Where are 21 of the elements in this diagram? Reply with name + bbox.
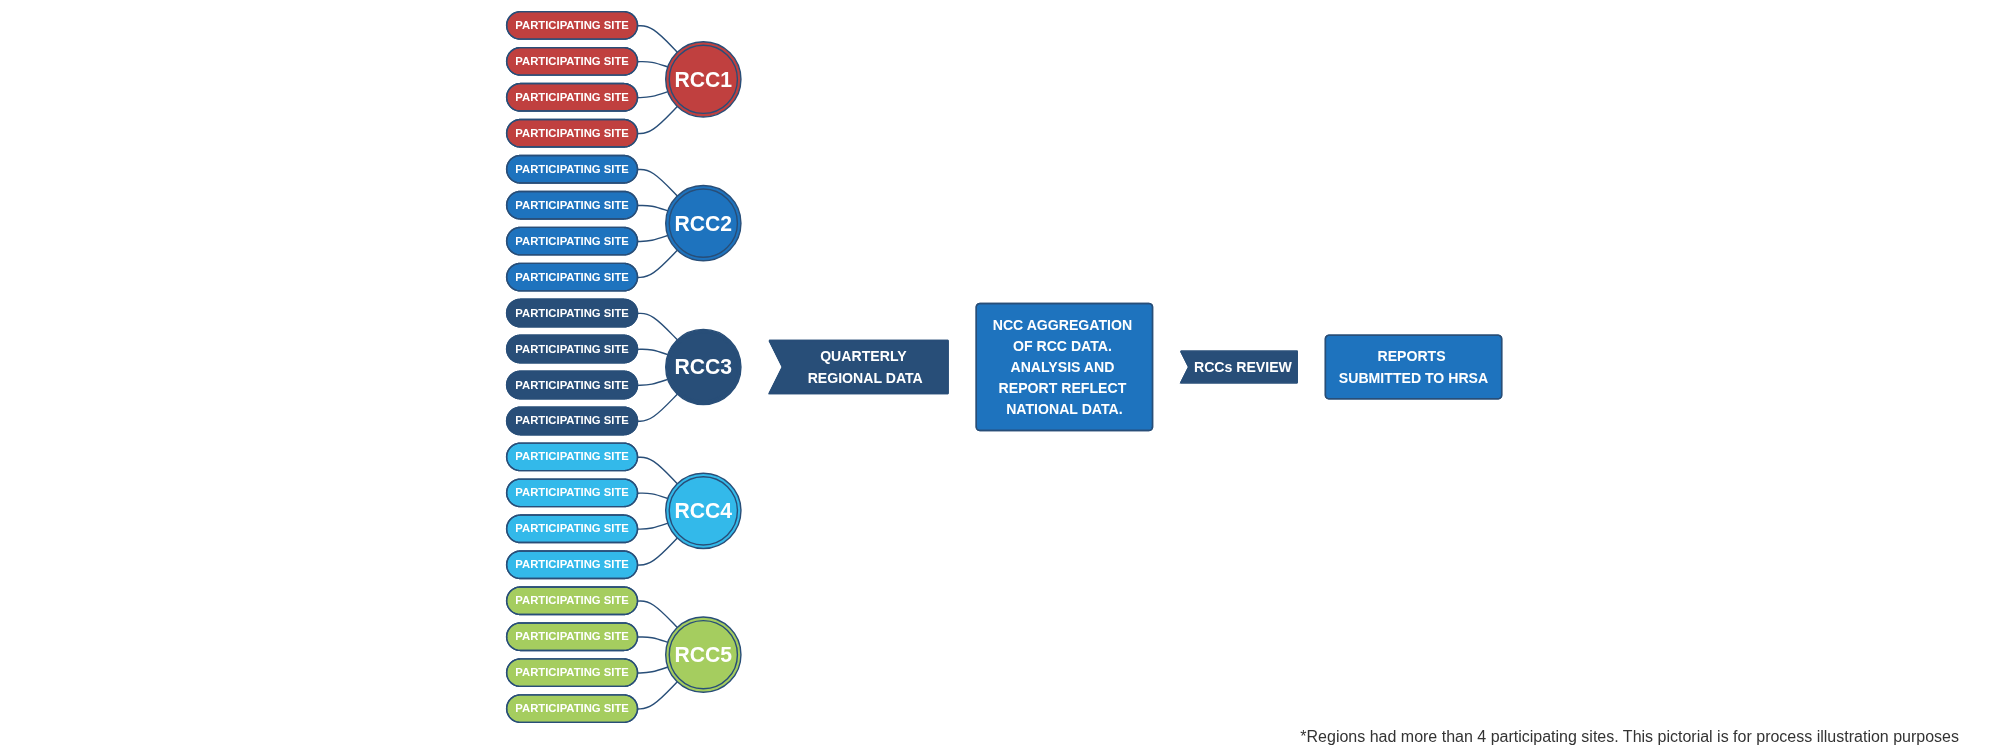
connector bbox=[637, 234, 669, 243]
connector bbox=[637, 492, 669, 500]
caption-note: *Regions had more than 4 participating sites. This pictorial is for process illustration purposes bbox=[1299, 728, 1960, 746]
connector bbox=[637, 60, 669, 68]
connector bbox=[637, 312, 679, 341]
connector bbox=[637, 90, 669, 99]
connector bbox=[637, 636, 669, 644]
connector bbox=[637, 681, 679, 710]
connector bbox=[637, 168, 679, 197]
connector bbox=[637, 666, 669, 674]
connector bbox=[637, 348, 669, 356]
connector bbox=[637, 600, 679, 629]
connector bbox=[637, 522, 669, 530]
connector bbox=[637, 24, 679, 53]
connector bbox=[637, 393, 679, 422]
connector bbox=[637, 456, 679, 485]
connector bbox=[637, 204, 669, 212]
connector bbox=[637, 537, 679, 566]
connector bbox=[637, 105, 679, 135]
connector bbox=[637, 378, 669, 387]
connector bbox=[637, 249, 679, 279]
